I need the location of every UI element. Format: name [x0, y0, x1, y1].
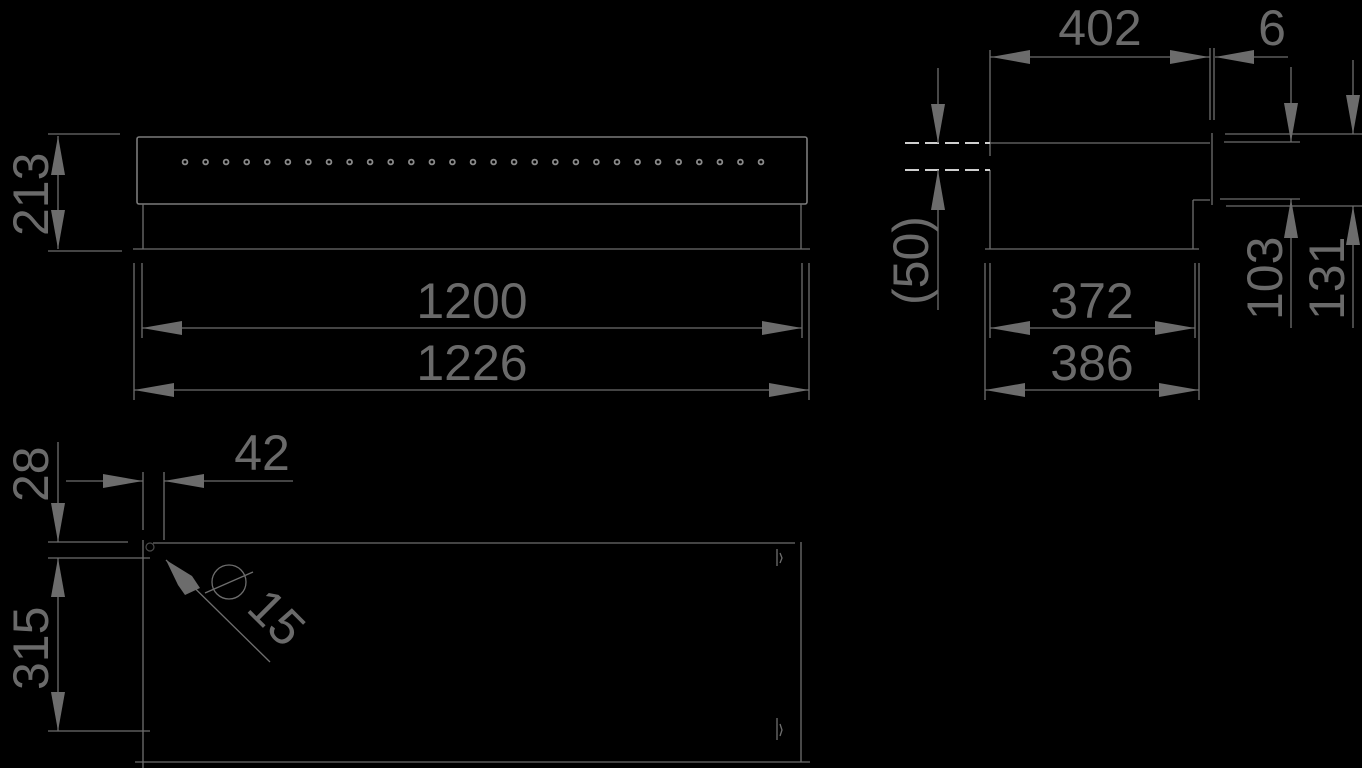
dim-length-1200: 1200: [416, 273, 527, 329]
dim-step-131: 131: [1299, 237, 1355, 320]
hole: [243, 158, 251, 166]
front-body-outline: [136, 136, 808, 205]
hole: [490, 158, 497, 166]
hole: [202, 158, 209, 166]
hole: [407, 158, 415, 166]
hole: [305, 158, 312, 166]
hole: [716, 158, 724, 166]
hole: [366, 158, 374, 166]
diameter-symbol-icon: [204, 564, 254, 600]
hole-row: [181, 158, 765, 166]
side-view: (50) 402 6 103 131 372: [883, 0, 1362, 400]
hole: [593, 158, 600, 166]
hole: [325, 158, 333, 166]
hole: [675, 158, 682, 166]
dim-height-213: 213: [3, 153, 59, 236]
top-view: 28 315 42 15: [3, 425, 810, 768]
hole: [284, 158, 292, 166]
dim-hole-offset-42: 42: [234, 425, 290, 481]
hole: [613, 158, 621, 166]
hole: [263, 158, 271, 166]
dim-step-103: 103: [1237, 237, 1293, 320]
dim-hole-diameter-15: 15: [237, 578, 316, 657]
hole: [428, 158, 436, 166]
hole: [222, 158, 230, 166]
hole: [387, 158, 395, 166]
mounting-hole: [145, 542, 155, 552]
dim-base-372: 372: [1050, 273, 1133, 329]
hole: [449, 158, 456, 166]
hole: [469, 158, 477, 166]
dim-base-386: 386: [1050, 335, 1133, 391]
dim-offset-6: 6: [1258, 0, 1286, 56]
front-view: 213 1200 1226: [3, 133, 810, 400]
hole: [572, 158, 580, 166]
hole: [551, 158, 559, 166]
hole: [346, 158, 353, 166]
hole: [531, 158, 538, 166]
hole: [510, 158, 518, 166]
hole: [695, 158, 703, 166]
dim-edge-28: 28: [3, 446, 59, 502]
hole: [737, 158, 744, 166]
hole: [654, 158, 662, 166]
hole: [181, 158, 189, 166]
dim-width-402: 402: [1058, 0, 1141, 56]
dim-length-1226: 1226: [416, 335, 527, 391]
hole: [757, 158, 765, 166]
dim-depth-315: 315: [3, 607, 59, 690]
hole: [634, 158, 641, 166]
dim-opening-50: (50): [883, 216, 939, 305]
